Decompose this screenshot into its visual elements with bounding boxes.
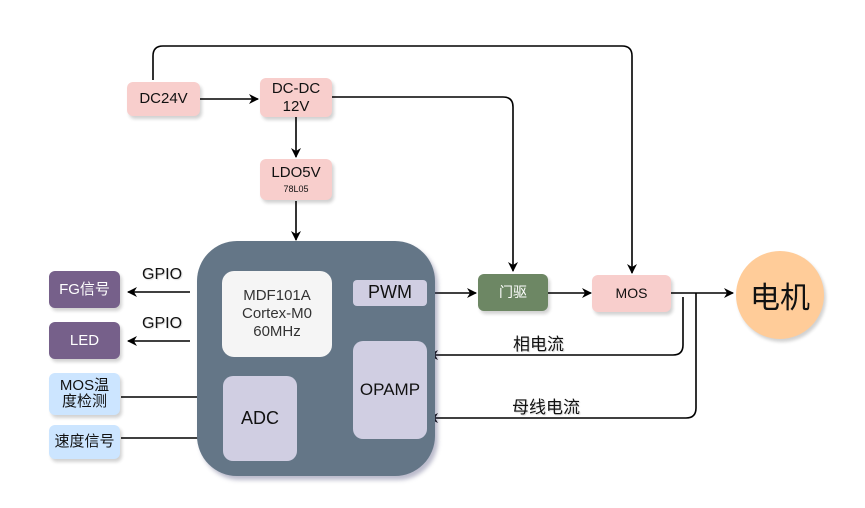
gate-driver-label: 门驱 <box>499 284 527 301</box>
phase-current-label: 相电流 <box>513 335 564 354</box>
bus-current-label: 母线电流 <box>512 398 580 417</box>
mcu-frequency: 60MHz <box>253 323 301 340</box>
adc-block: ADC <box>223 376 297 461</box>
gate-driver-node: 门驱 <box>478 274 548 311</box>
dc24v-node: DC24V <box>127 82 200 116</box>
wire-dcdc-to-gate-driver <box>332 96 518 272</box>
led-label: LED <box>69 331 100 349</box>
fg-signal-label: FG信号 <box>59 280 110 298</box>
gpio-label-led: GPIO <box>142 315 183 332</box>
ldo-label: LDO5V <box>271 164 321 182</box>
pwm-label: PWM <box>368 282 412 303</box>
speed-signal-label: 速度信号 <box>54 433 115 450</box>
mos-node: MOS <box>592 275 671 312</box>
opamp-block: OPAMP <box>353 341 427 439</box>
mcu-model: MDF101A <box>243 287 311 304</box>
wire-phase-current <box>428 297 684 360</box>
gpio-label-fg: GPIO <box>142 266 183 283</box>
motor-node: 电机 <box>736 251 824 339</box>
mos-label: MOS <box>615 285 648 302</box>
ldo-part-number: 78L05 <box>283 184 309 195</box>
ldo-node: LDO5V 78L05 <box>260 159 332 200</box>
opamp-label: OPAMP <box>359 379 421 399</box>
mcu-core-type: Cortex-M0 <box>241 305 312 322</box>
motor-label: 电机 <box>750 282 810 315</box>
mos-temp-label-line2: 度检测 <box>61 393 107 410</box>
adc-label: ADC <box>240 407 279 428</box>
mos-temp-label-line1: MOS温 <box>59 376 110 394</box>
dcdc-label-line1: DC-DC <box>271 79 321 97</box>
led-node: LED <box>49 322 120 359</box>
wire-dc24v-to-mos <box>152 45 637 274</box>
speed-signal-node: 速度信号 <box>49 425 120 459</box>
fg-signal-node: FG信号 <box>49 271 120 308</box>
mos-temp-node: MOS温 度检测 <box>49 373 120 415</box>
wire-bus-current <box>428 293 697 423</box>
dc24v-label: DC24V <box>139 90 188 107</box>
dcdc-node: DC-DC 12V <box>260 78 332 117</box>
dcdc-label-line2: 12V <box>282 97 310 115</box>
pwm-block: PWM <box>353 280 427 306</box>
mcu-core-block: MDF101A Cortex-M0 60MHz <box>222 271 332 357</box>
